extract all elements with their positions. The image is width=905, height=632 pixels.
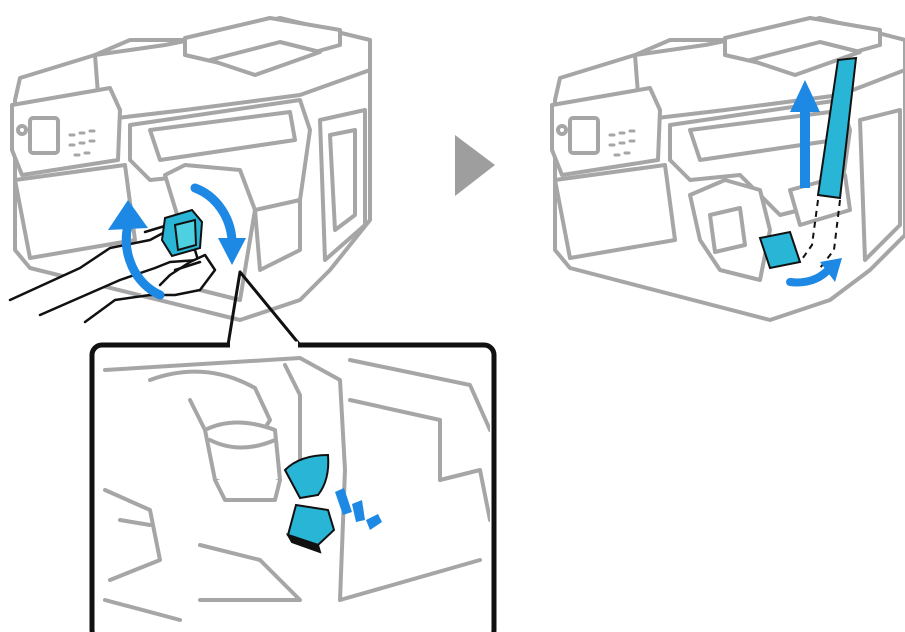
front-drawer bbox=[555, 165, 675, 258]
triangle-right-icon bbox=[455, 135, 495, 196]
roll-knob bbox=[162, 210, 202, 256]
display-screen bbox=[570, 118, 598, 153]
zoom-detail-paper-slot bbox=[92, 345, 494, 632]
front-drawer bbox=[15, 165, 135, 258]
display-screen bbox=[30, 118, 58, 153]
